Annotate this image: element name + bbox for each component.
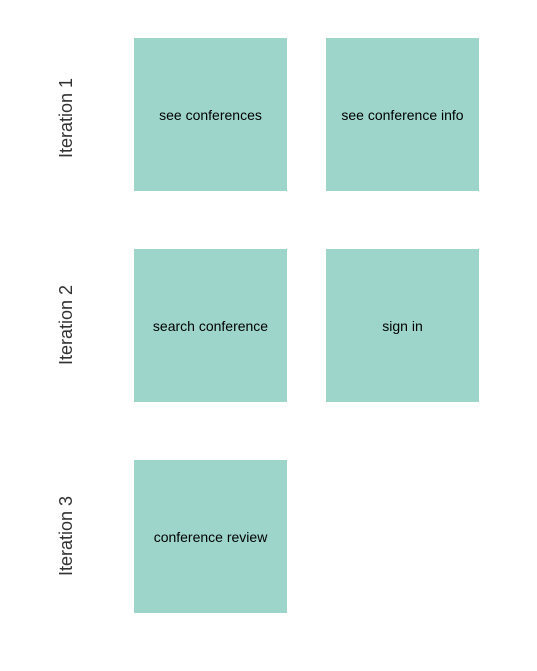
sticky-note-text: search conference [152,317,269,334]
sticky-note[interactable]: search conference [134,249,287,402]
row-label-iteration-1: Iteration 1 [56,77,76,159]
sticky-note[interactable]: see conference info [326,38,479,191]
sticky-note-text: conference review [153,528,268,545]
sticky-note[interactable]: sign in [326,249,479,402]
row-label-iteration-2: Iteration 2 [56,284,76,366]
sticky-note[interactable]: see conferences [134,38,287,191]
sticky-note-text: sign in [382,317,423,334]
sticky-note-text: see conferences [159,106,262,123]
sticky-note[interactable]: conference review [134,460,287,613]
sticky-note-text: see conference info [341,106,464,123]
row-label-iteration-3: Iteration 3 [56,495,76,577]
